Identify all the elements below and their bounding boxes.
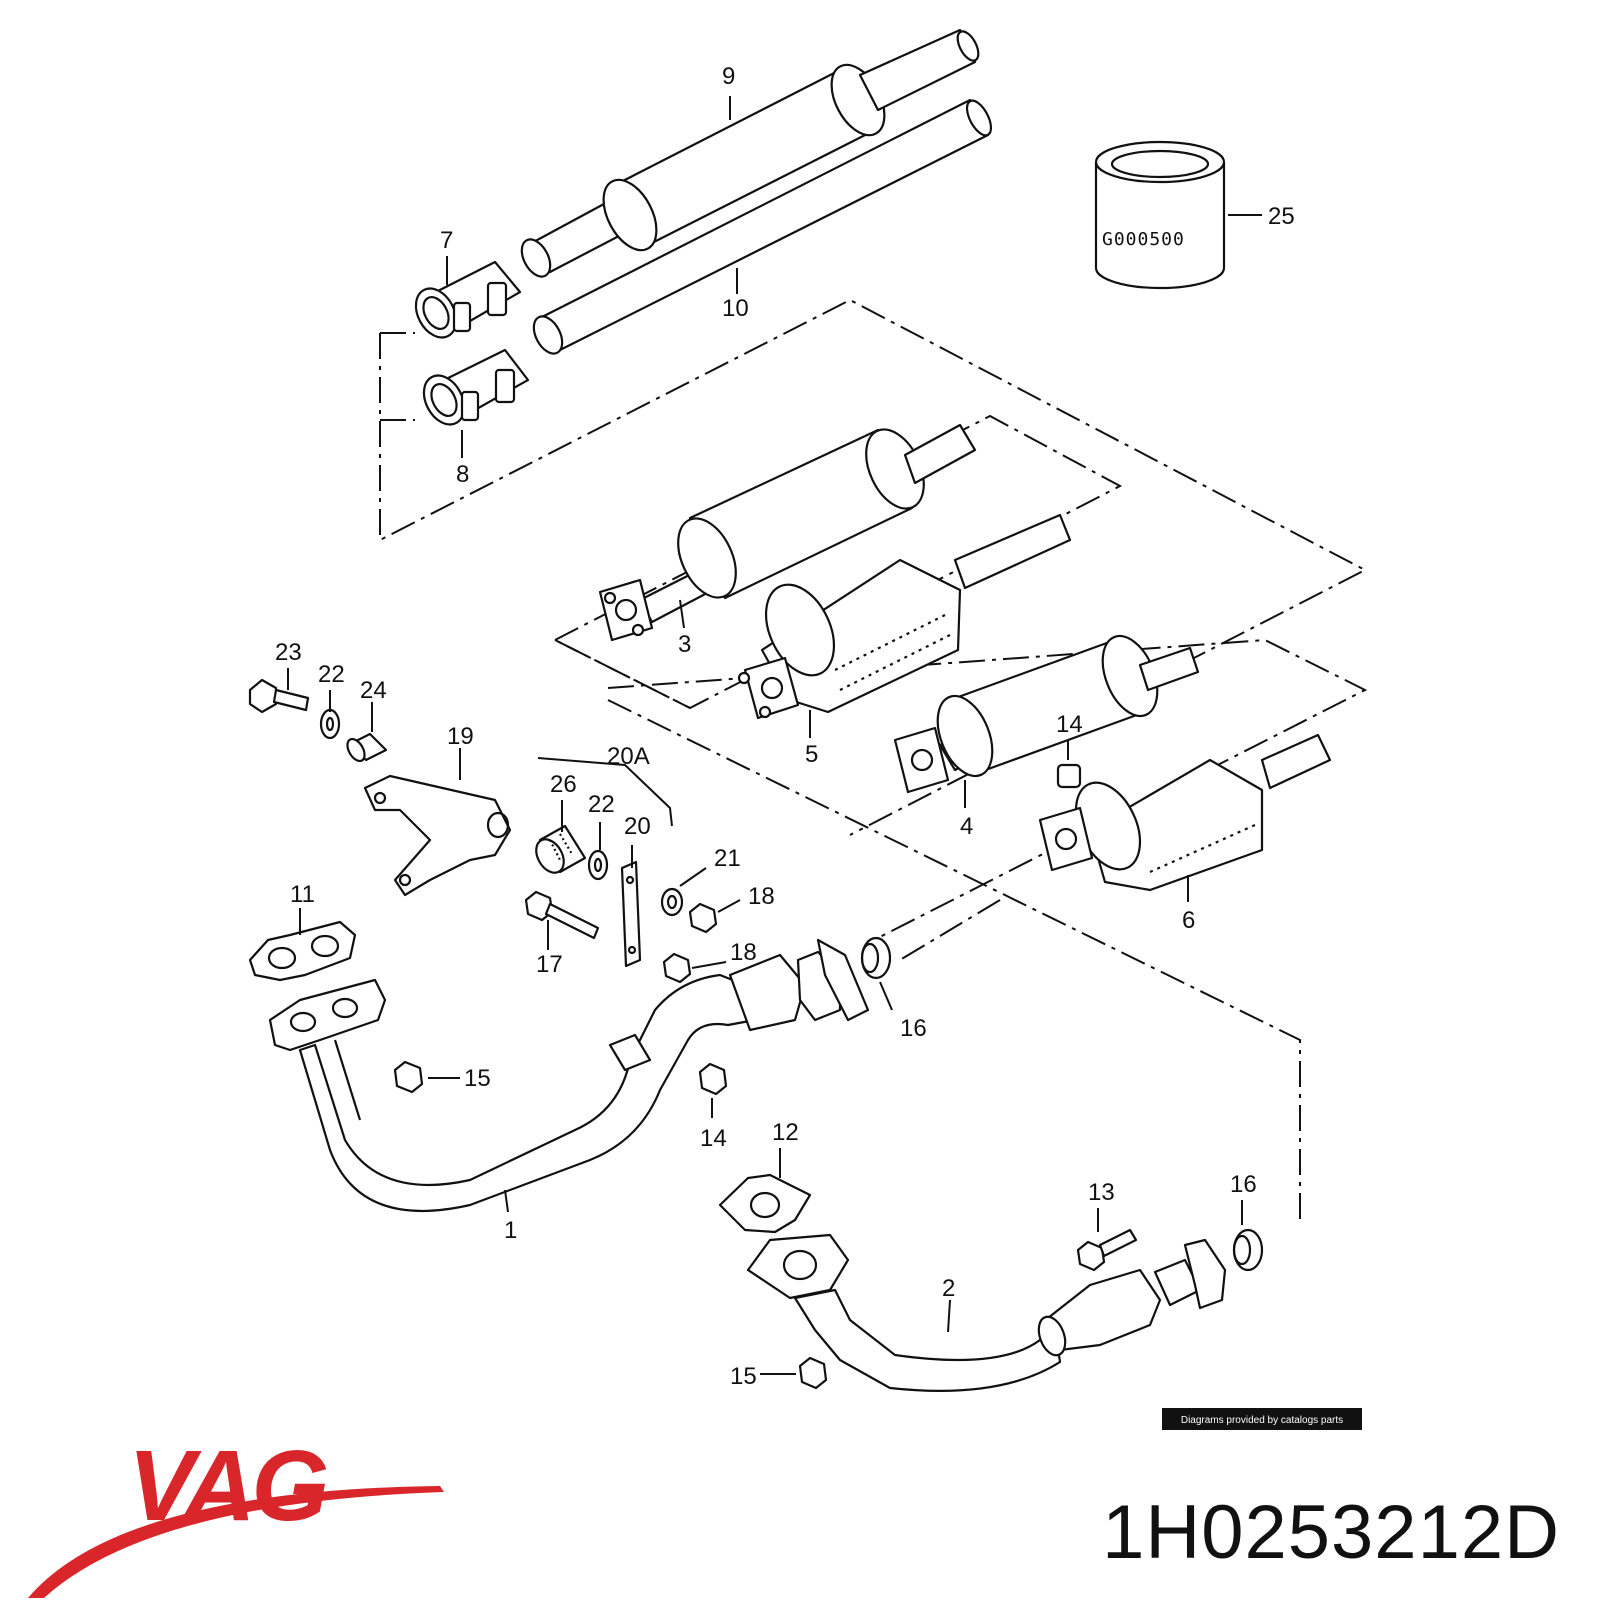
part-11-gasket bbox=[248, 920, 357, 982]
part-2-front-pipe bbox=[746, 1233, 1227, 1392]
callout-20: 20 bbox=[624, 813, 651, 840]
brand-name: VAG bbox=[128, 1430, 326, 1542]
part-15-nut-a bbox=[393, 1060, 424, 1094]
part-13-bolt bbox=[1076, 1228, 1138, 1272]
credit-text: Diagrams provided by catalogs parts bbox=[1181, 1415, 1343, 1426]
callout-labels: 9 10 7 8 25 3 5 4 6 14 23 22 24 19 20A 2… bbox=[275, 63, 1295, 1390]
callout-11: 11 bbox=[290, 881, 315, 908]
vag-logo: VAG bbox=[28, 1430, 444, 1598]
callout-22-b: 22 bbox=[588, 791, 615, 818]
callout-2: 2 bbox=[942, 1275, 955, 1302]
callout-8: 8 bbox=[456, 461, 469, 488]
part-4-silencer bbox=[893, 634, 1200, 794]
callout-13: 13 bbox=[1088, 1179, 1115, 1206]
part-23-bolt bbox=[248, 678, 310, 714]
callout-3: 3 bbox=[678, 631, 691, 658]
part-15-nut-b bbox=[798, 1356, 828, 1390]
part-18-nut-b bbox=[662, 952, 692, 984]
callout-14-b: 14 bbox=[700, 1125, 727, 1152]
callout-15-a: 15 bbox=[464, 1065, 491, 1092]
callout-24: 24 bbox=[360, 677, 387, 704]
can-label: G000500 bbox=[1102, 229, 1185, 250]
part-6-catalytic-converter bbox=[1038, 733, 1332, 892]
part-21-washer bbox=[660, 887, 684, 917]
part-17-stud bbox=[524, 890, 600, 940]
callout-17: 17 bbox=[536, 951, 563, 978]
callout-10: 10 bbox=[722, 295, 749, 322]
part-8-clamp bbox=[422, 348, 530, 426]
part-16-ring-b bbox=[1232, 1228, 1264, 1272]
part-18-nut-a bbox=[688, 902, 718, 934]
callout-26: 26 bbox=[550, 771, 577, 798]
part-22-washer-a bbox=[319, 708, 341, 740]
callout-18-a: 18 bbox=[748, 883, 775, 910]
callout-23: 23 bbox=[275, 639, 302, 666]
callout-25: 25 bbox=[1268, 203, 1295, 230]
part-10-straight-pipe bbox=[532, 98, 993, 355]
part-20-strap bbox=[620, 860, 642, 968]
part-14-nut-b bbox=[698, 1062, 728, 1096]
part-3-front-silencer bbox=[598, 423, 977, 642]
part-12-gasket bbox=[718, 1173, 812, 1234]
part-16-ring-a bbox=[860, 936, 892, 980]
callout-12: 12 bbox=[772, 1119, 799, 1146]
callout-14-a: 14 bbox=[1056, 711, 1083, 738]
credit-banner: Diagrams provided by catalogs parts bbox=[1162, 1408, 1362, 1430]
callout-15-b: 15 bbox=[730, 1363, 757, 1390]
callout-18-b: 18 bbox=[730, 939, 757, 966]
callout-5: 5 bbox=[805, 741, 818, 768]
callout-19: 19 bbox=[447, 723, 474, 750]
part-number: 1H0253212D bbox=[1102, 1490, 1560, 1575]
callout-16-a: 16 bbox=[900, 1015, 927, 1042]
part-9-pipe-silencer bbox=[520, 28, 980, 278]
part-7-clamp bbox=[414, 260, 522, 339]
part-5-catalytic-converter bbox=[737, 513, 1072, 720]
callout-6: 6 bbox=[1182, 907, 1195, 934]
callout-16-b: 16 bbox=[1230, 1171, 1257, 1198]
part-1-front-pipe bbox=[268, 938, 870, 1212]
part-26-rubber-mount bbox=[535, 824, 587, 874]
callout-1: 1 bbox=[504, 1217, 517, 1244]
leader-lines bbox=[287, 96, 1262, 1375]
callout-9: 9 bbox=[722, 63, 735, 90]
part-25-can: G000500 bbox=[1094, 140, 1226, 290]
part-24-sleeve bbox=[346, 732, 388, 763]
part-19-bracket bbox=[363, 774, 512, 897]
callout-20A: 20A bbox=[607, 743, 650, 770]
callout-4: 4 bbox=[960, 813, 973, 840]
callout-21: 21 bbox=[714, 845, 741, 872]
callout-7: 7 bbox=[440, 227, 453, 254]
part-22-washer-b bbox=[587, 849, 609, 881]
callout-22-a: 22 bbox=[318, 661, 345, 688]
